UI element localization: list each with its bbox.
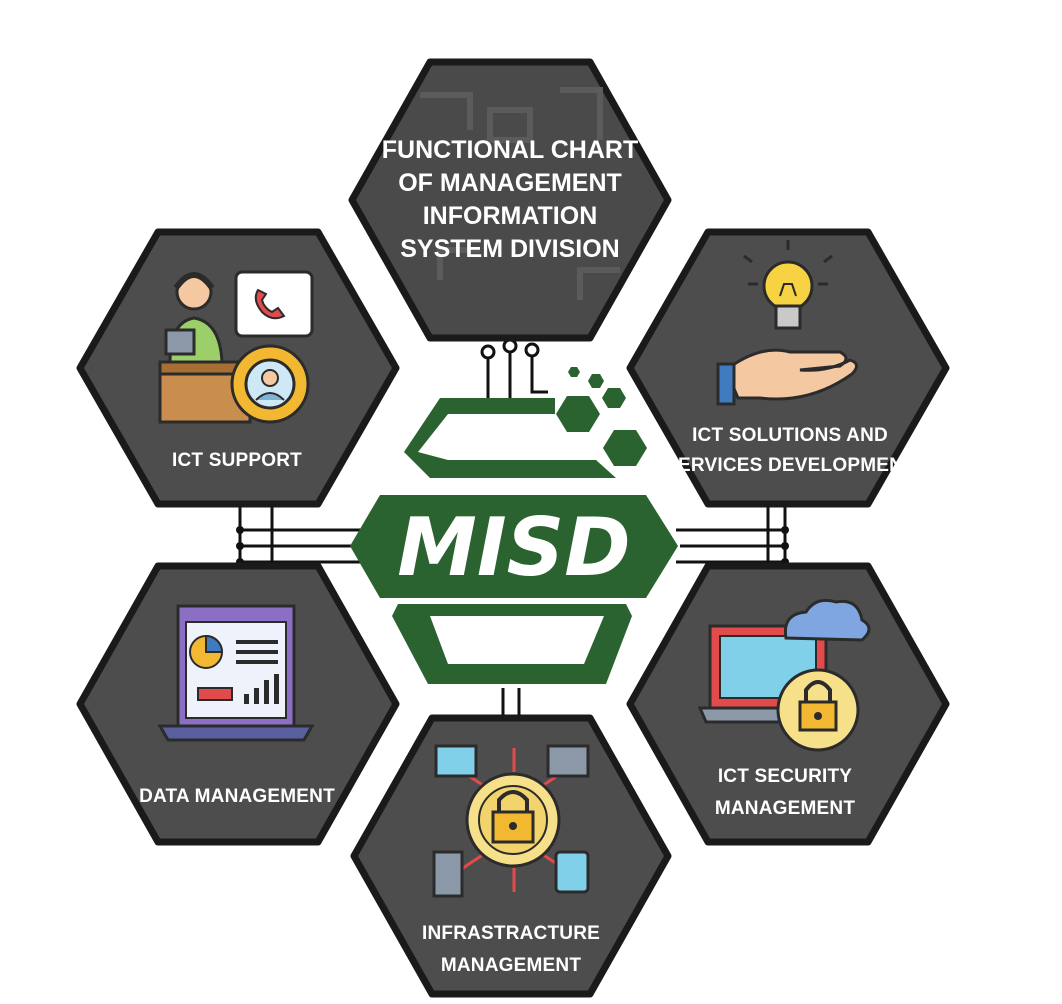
network-lock-icon (432, 744, 590, 898)
unit-label-infrastructure: INFRASTRACTURE MANAGEMENT (422, 923, 600, 976)
lightbulb-hand-icon (716, 240, 858, 406)
unit-label-ict-solutions: ICT SOLUTIONS AND SERVICES DEVELOPMENT (665, 425, 915, 476)
unit-data-management: DATA MANAGEMENT (76, 562, 400, 846)
unit-label-ict-support: ICT SUPPORT (172, 450, 302, 471)
title-hexagon: FUNCTIONAL CHART OF MANAGEMENT INFORMATION… (348, 58, 672, 342)
unit-ict-support: ICT SUPPORT (76, 228, 400, 508)
label-line: INFORMATION (423, 202, 598, 230)
unit-label-data-management: DATA MANAGEMENT (139, 786, 335, 807)
misd-logo: MISD (350, 367, 678, 684)
label-line: OF MANAGEMENT (398, 169, 622, 197)
label-line: ICT SECURITY (718, 766, 852, 787)
unit-label-ict-security: ICT SECURITY MANAGEMENT (715, 766, 855, 819)
circuit-pattern-icon (420, 87, 620, 300)
unit-infrastructure: INFRASTRACTURE MANAGEMENT (350, 714, 672, 998)
dashboard-laptop-icon (157, 604, 315, 742)
cloud-lock-laptop-icon (697, 598, 871, 752)
unit-ict-solutions: ICT SOLUTIONS AND SERVICES DEVELOPMENT (626, 228, 950, 508)
label-line: SYSTEM DIVISION (400, 235, 619, 263)
label-line: ICT SUPPORT (172, 450, 302, 471)
label-line: SERVICES DEVELOPMENT (665, 455, 915, 476)
label-line: DATA MANAGEMENT (139, 786, 335, 807)
helpdesk-icon (158, 270, 314, 424)
label-line: MANAGEMENT (715, 798, 855, 819)
logo-text: MISD (397, 501, 630, 594)
chart-title: FUNCTIONAL CHART OF MANAGEMENT INFORMATION… (382, 136, 638, 263)
label-line: INFRASTRACTURE (422, 923, 600, 944)
label-line: MANAGEMENT (441, 955, 581, 976)
unit-ict-security: ICT SECURITY MANAGEMENT (626, 562, 950, 846)
label-line: ICT SOLUTIONS AND (692, 425, 888, 446)
label-line: FUNCTIONAL CHART (382, 136, 638, 164)
